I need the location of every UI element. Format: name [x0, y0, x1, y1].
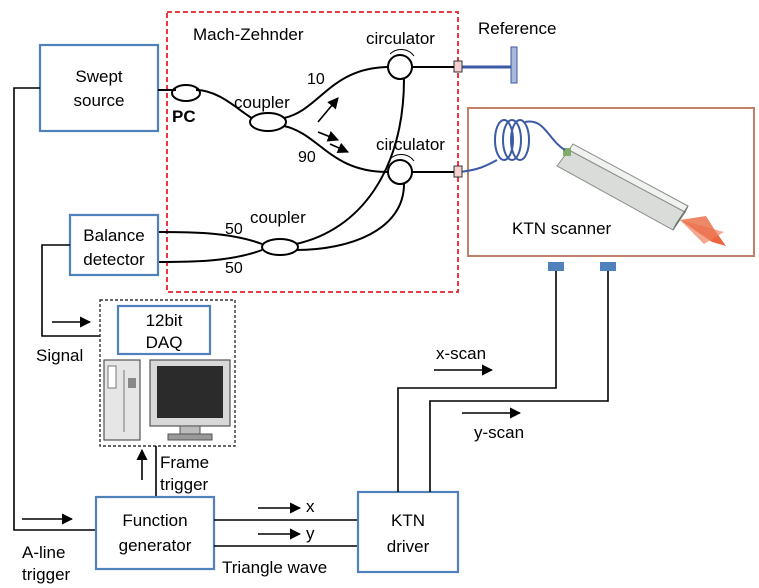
daq-label-2: DAQ [146, 333, 183, 352]
coupler-top-label: coupler [234, 93, 290, 112]
coupler-top [249, 112, 287, 132]
frame-trigger-label: Frame [160, 453, 209, 472]
a-line-trigger-label-2: trigger [22, 565, 71, 584]
circulator-top [387, 54, 413, 80]
arrow-10-direction [317, 97, 339, 123]
ktn-scanner-region [467, 107, 755, 257]
electrode-y [600, 262, 616, 271]
fiber-circ-bottom-return [295, 183, 405, 251]
circulator-bottom-label: circulator [376, 135, 445, 154]
function-generator-box [94, 495, 216, 571]
x-label: x [306, 497, 315, 516]
wire-a-line-trigger [13, 87, 96, 531]
computer-region [99, 299, 236, 447]
arrow-90-direction [317, 131, 340, 142]
function-generator-label-2: generator [119, 536, 192, 555]
swept-source-box [38, 43, 160, 133]
fiber-coupler-to-detector-2 [157, 249, 263, 263]
ktn-scanner-label: KTN scanner [512, 219, 612, 238]
daq-box [116, 304, 212, 356]
fiber-circ-top-return [295, 78, 405, 245]
frame-trigger-label-2: trigger [160, 475, 209, 494]
x-scan-label: x-scan [436, 344, 486, 363]
reference-label: Reference [478, 19, 556, 38]
ktn-driver-label: KTN [391, 511, 425, 530]
ratio-50-bottom-label: 50 [225, 260, 243, 277]
ktn-driver-box [356, 490, 460, 574]
ratio-90-label: 90 [298, 149, 316, 166]
computer-tower [103, 359, 141, 441]
fiber-coupler-to-detector-1 [157, 231, 263, 245]
fiber-port-reference [453, 60, 463, 73]
y-label: y [306, 524, 315, 543]
ktn-driver-label-2: driver [387, 537, 430, 556]
wire-detector-to-daq [41, 244, 100, 337]
fiber-source-to-coupler [158, 89, 256, 121]
electrode-x [548, 262, 564, 271]
fiber-port-sample [453, 165, 463, 178]
function-generator-label: Function [122, 511, 187, 530]
triangle-wave-label: Triangle wave [222, 558, 327, 577]
swept-source-label: Swept [75, 67, 123, 86]
circulator-bottom [387, 159, 413, 185]
ktn-scanner-device [556, 143, 689, 231]
swept-source-label-2: source [73, 91, 124, 110]
fiber-90-arm [283, 125, 389, 173]
scanner-beam [680, 216, 726, 246]
wire-y-scan [429, 271, 609, 492]
ratio-50-top-label: 50 [225, 221, 243, 238]
balance-detector-label: Balance [83, 226, 144, 245]
coupler-bottom-label: coupler [250, 208, 306, 227]
daq-label: 12bit [146, 311, 183, 330]
arrow-90-direction-2 [329, 142, 350, 154]
mach-zehnder-label: Mach-Zehnder [193, 25, 304, 44]
pc-loop [171, 84, 201, 102]
fiber-10-arm [283, 66, 389, 119]
computer-monitor [149, 359, 231, 441]
a-line-trigger-label: A-line [22, 543, 65, 562]
reference-mirror [460, 46, 518, 84]
balance-detector-label-2: detector [83, 250, 145, 269]
y-scan-label: y-scan [474, 423, 524, 442]
signal-label: Signal [36, 346, 83, 365]
mach-zehnder-region [166, 11, 459, 293]
wire-x-scan [397, 271, 557, 492]
coupler-bottom [261, 238, 299, 256]
ratio-10-label: 10 [307, 71, 325, 88]
fiber-coil [459, 119, 566, 173]
circulator-top-arc [389, 49, 415, 57]
pc-label: PC [172, 107, 196, 126]
circulator-top-label: circulator [366, 29, 435, 48]
